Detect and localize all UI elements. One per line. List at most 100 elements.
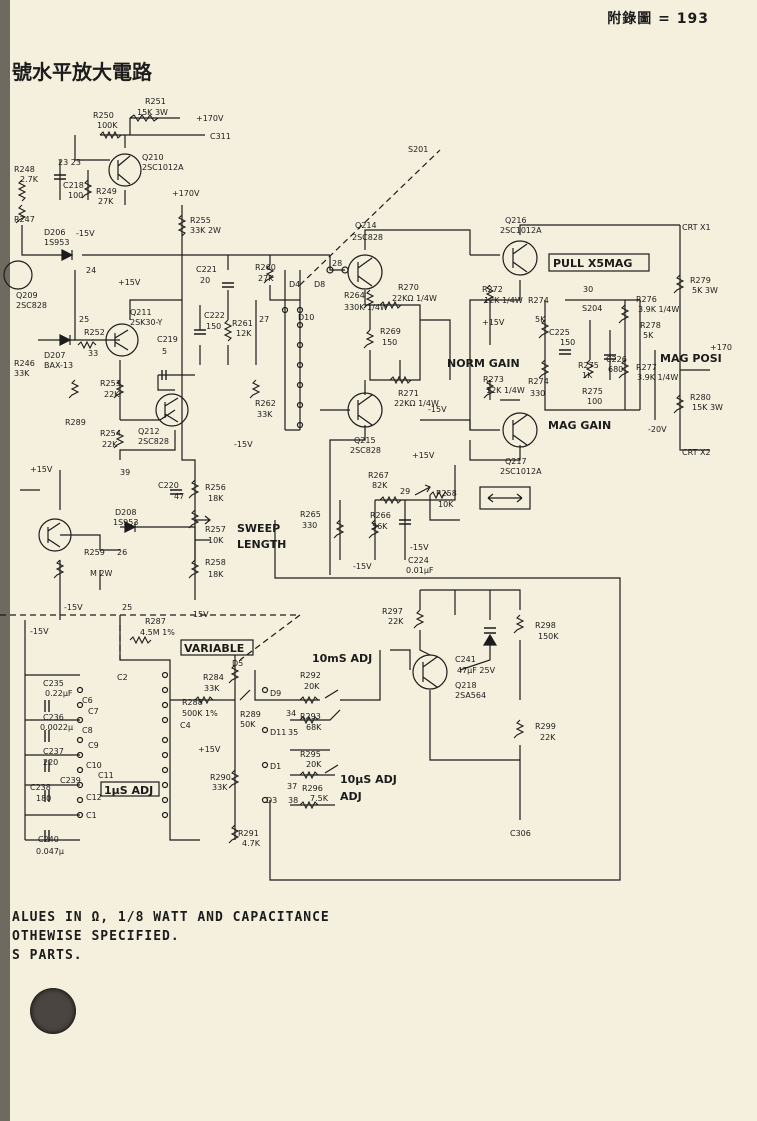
resistor-r295 (299, 770, 319, 780)
svg-text:R258: R258 (205, 558, 226, 567)
svg-text:D207: D207 (44, 351, 65, 360)
transistor-q215 (347, 392, 383, 428)
svg-text:C7: C7 (88, 707, 99, 716)
diode-d208 (124, 521, 137, 533)
svg-text:82K: 82K (372, 481, 388, 490)
svg-text:33K: 33K (14, 369, 30, 378)
svg-text:500K 1%: 500K 1% (182, 709, 218, 718)
resistor-r253 (113, 379, 125, 399)
svg-text:330: 330 (302, 521, 317, 530)
svg-text:56K: 56K (372, 522, 388, 531)
diode-d207 (59, 334, 72, 346)
svg-text:R271: R271 (398, 389, 419, 398)
capacitor-c224 (399, 519, 411, 525)
svg-text:D10: D10 (298, 313, 314, 322)
svg-text:C12: C12 (86, 793, 102, 802)
svg-text:R290: R290 (210, 773, 231, 782)
svg-text:ADJ: ADJ (340, 790, 362, 803)
svg-text:18K: 18K (208, 570, 224, 579)
svg-text:R247: R247 (14, 215, 35, 224)
resistor-r277 (618, 359, 630, 379)
svg-text:-15V: -15V (190, 610, 209, 619)
svg-text:100: 100 (68, 191, 83, 200)
svg-text:R260: R260 (255, 263, 276, 272)
svg-text:10μS ADJ: 10μS ADJ (340, 773, 397, 786)
svg-text:R275: R275 (578, 361, 599, 370)
svg-text:D3: D3 (266, 796, 277, 805)
svg-text:100K: 100K (97, 121, 118, 130)
svg-text:2SC828: 2SC828 (138, 437, 169, 446)
svg-text:-15V: -15V (76, 229, 95, 238)
svg-text:5K: 5K (643, 331, 654, 340)
svg-text:4.5M 1%: 4.5M 1% (140, 628, 175, 637)
resistor-r259 (53, 559, 65, 579)
svg-text:C219: C219 (157, 335, 178, 344)
resistor-r262 (249, 379, 261, 399)
svg-text:1S953: 1S953 (113, 518, 138, 527)
svg-text:7.5K: 7.5K (310, 794, 329, 803)
svg-text:VARIABLE: VARIABLE (184, 642, 244, 655)
svg-text:C237: C237 (43, 747, 64, 756)
capacitor-c236 (44, 730, 50, 742)
svg-text:47: 47 (174, 492, 184, 501)
svg-text:CRT X2: CRT X2 (682, 448, 711, 457)
resistor-r264 (363, 289, 375, 309)
svg-text:35: 35 (288, 728, 298, 737)
resistor-r270 (379, 300, 402, 310)
svg-text:33K 2W: 33K 2W (190, 226, 221, 235)
svg-text:D206: D206 (44, 228, 65, 237)
svg-text:S204: S204 (582, 304, 602, 313)
svg-text:C224: C224 (408, 556, 429, 565)
svg-text:25: 25 (122, 603, 132, 612)
capacitor-c240 (44, 830, 50, 842)
svg-text:CRT X1: CRT X1 (682, 223, 711, 232)
svg-text:1S953: 1S953 (44, 238, 69, 247)
svg-text:150: 150 (560, 338, 575, 347)
resistor-r254 (113, 429, 125, 449)
svg-text:10K: 10K (208, 536, 224, 545)
svg-text:33: 33 (88, 349, 98, 358)
svg-text:Q217: Q217 (505, 457, 527, 466)
svg-text:Q211: Q211 (130, 308, 152, 317)
svg-text:Q216: Q216 (505, 216, 527, 225)
svg-text:2SC828: 2SC828 (16, 301, 47, 310)
page-title: 號水平放大電路 (12, 60, 152, 84)
svg-text:D9: D9 (270, 689, 281, 698)
resistor-r280 (673, 394, 685, 414)
svg-text:C221: C221 (196, 265, 217, 274)
resistor-r291 (228, 824, 240, 844)
svg-text:18K: 18K (208, 494, 224, 503)
diodes (59, 249, 531, 819)
svg-text:D208: D208 (115, 508, 136, 517)
svg-text:D11: D11 (270, 728, 286, 737)
zener-c241 (482, 633, 498, 646)
resistor-r267 (379, 495, 402, 505)
svg-text:R284: R284 (203, 673, 224, 682)
svg-text:D5: D5 (232, 659, 243, 668)
svg-text:0.047μ: 0.047μ (36, 847, 64, 856)
svg-text:30: 30 (583, 285, 593, 294)
svg-text:Q212: Q212 (138, 427, 160, 436)
resistor-r274b (538, 359, 550, 379)
svg-text:R249: R249 (96, 187, 117, 196)
svg-text:D8: D8 (314, 280, 325, 289)
component-labels: R251 15K 3W +170V C311 R250 100K Q210 2S… (14, 97, 732, 856)
svg-text:3.9K 1/4W: 3.9K 1/4W (637, 373, 678, 382)
svg-text:-20V: -20V (648, 425, 667, 434)
svg-text:Q215: Q215 (354, 436, 376, 445)
binder-punch-hole (30, 988, 76, 1034)
resistor-r293 (299, 715, 319, 725)
svg-text:R246: R246 (14, 359, 35, 368)
svg-text:4.7K: 4.7K (242, 839, 261, 848)
svg-text:R297: R297 (382, 607, 403, 616)
svg-text:10K: 10K (438, 500, 454, 509)
capacitor-c219 (161, 370, 167, 380)
svg-text:2SC828: 2SC828 (350, 446, 381, 455)
svg-text:C10: C10 (86, 761, 102, 770)
svg-text:15K 3W: 15K 3W (692, 403, 723, 412)
resistor-r271 (389, 375, 412, 385)
svg-text:5K: 5K (535, 315, 546, 324)
resistor-r258 (429, 490, 449, 500)
